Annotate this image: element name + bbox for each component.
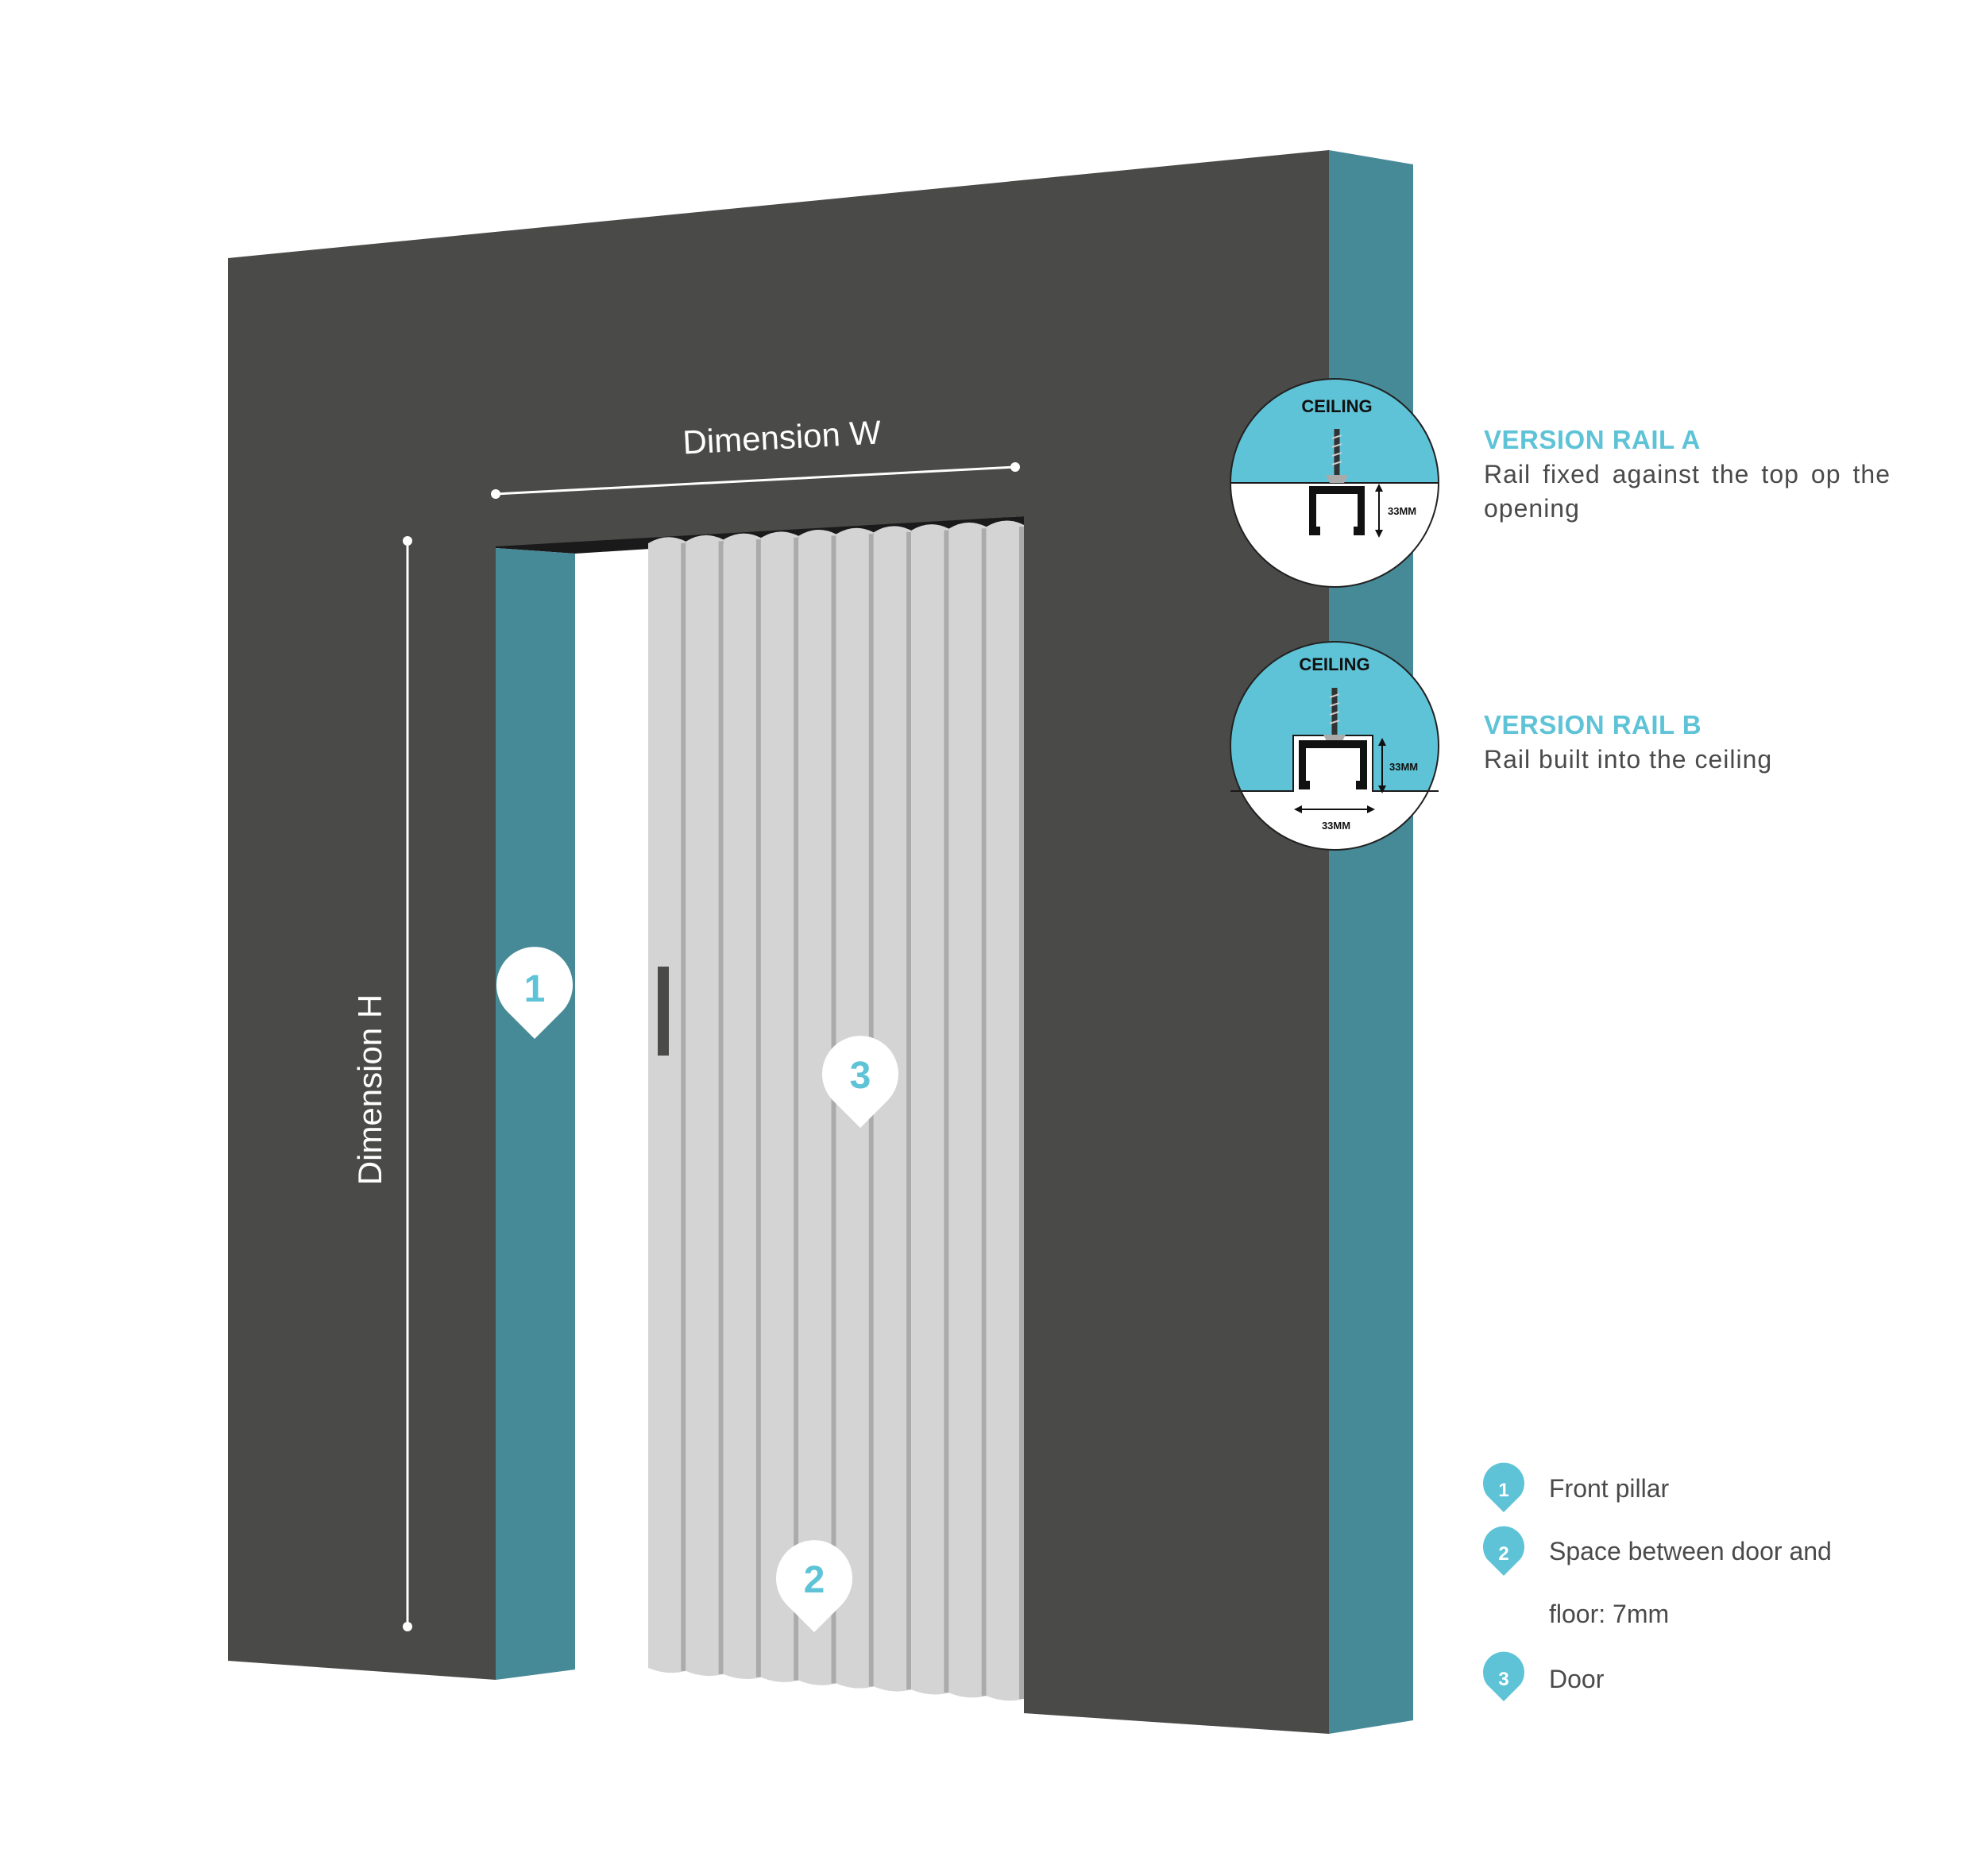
rail-b-description: Rail built into the ceiling bbox=[1484, 745, 1773, 774]
door-panel bbox=[798, 530, 836, 1685]
rail-a-title: VERSION RAIL A bbox=[1484, 425, 1701, 454]
marker-pin-1-number: 1 bbox=[524, 968, 546, 1010]
legend-pin-2-number: 2 bbox=[1498, 1543, 1508, 1565]
legend-pin-3: 3 bbox=[1483, 1651, 1524, 1701]
rail-a-profile bbox=[1309, 486, 1365, 535]
door-panel bbox=[911, 524, 949, 1695]
door-panel bbox=[723, 533, 761, 1679]
door-panel-groove bbox=[981, 528, 987, 1697]
marker-pin-2-number: 2 bbox=[804, 1559, 825, 1601]
marker-pin-3-number: 3 bbox=[850, 1055, 871, 1097]
rail-b-width-label: 33MM bbox=[1322, 820, 1350, 832]
rail-a-screw-icon bbox=[1326, 429, 1348, 483]
rail-b-profile bbox=[1299, 740, 1367, 789]
door-panel bbox=[686, 535, 724, 1677]
rail-b-ceiling-label: CEILING bbox=[1299, 654, 1369, 674]
marker-pin-1-shape bbox=[496, 947, 574, 1039]
legend-pin-1: 1 bbox=[1483, 1462, 1524, 1512]
dimension-h: Dimension H bbox=[351, 536, 412, 1631]
marker-pin-2: 2 bbox=[776, 1540, 853, 1632]
marker-pin-3-shape bbox=[822, 1036, 899, 1128]
rail-a-description: Rail fixed against the top op the openin… bbox=[1484, 460, 1891, 523]
door-panel-groove bbox=[1019, 527, 1024, 1699]
dimension-h-label: Dimension H bbox=[351, 994, 388, 1185]
door-panel bbox=[948, 522, 987, 1698]
rail-b-height-label: 33MM bbox=[1389, 761, 1418, 773]
door-panel bbox=[986, 520, 1024, 1701]
dimension-w-end-dot bbox=[1010, 462, 1020, 472]
dimension-w-line bbox=[495, 465, 1016, 496]
dimension-w-start-dot bbox=[491, 489, 500, 499]
legend-label-door: Door bbox=[1549, 1665, 1605, 1693]
rail-a-ceiling-label: CEILING bbox=[1301, 396, 1372, 416]
marker-pin-2-shape bbox=[776, 1540, 853, 1632]
door-panel-groove bbox=[681, 542, 686, 1671]
door-panel bbox=[648, 537, 686, 1673]
legend-label-front-pillar: Front pillar bbox=[1549, 1474, 1670, 1503]
legend-pin-3-number: 3 bbox=[1498, 1669, 1508, 1690]
legend-pin-2: 2 bbox=[1483, 1526, 1524, 1576]
rail-a-size-label: 33MM bbox=[1388, 505, 1416, 517]
door-panel-groove bbox=[718, 541, 724, 1674]
door-panel-groove bbox=[794, 537, 799, 1681]
dimension-h-start-dot bbox=[403, 536, 412, 546]
door-panel-groove bbox=[831, 535, 836, 1684]
door-handle bbox=[658, 967, 669, 1056]
marker-pin-1: 1 bbox=[496, 947, 574, 1039]
marker-pin-3: 3 bbox=[822, 1036, 899, 1128]
door-panel-groove bbox=[755, 539, 761, 1677]
dimension-h-end-dot bbox=[403, 1622, 412, 1631]
door-panel bbox=[873, 526, 912, 1692]
front-pillar bbox=[496, 548, 575, 1680]
folding-door bbox=[648, 520, 1024, 1701]
opening-header-shadow bbox=[496, 516, 1024, 554]
rail-b-title: VERSION RAIL B bbox=[1484, 710, 1702, 739]
legend-pin-1-number: 1 bbox=[1498, 1480, 1508, 1501]
door-panel-groove bbox=[944, 530, 949, 1693]
legend-label-door-floor-gap: Space between door and floor: 7mm bbox=[1549, 1537, 1832, 1628]
door-panel bbox=[760, 531, 799, 1682]
door-panel-groove bbox=[906, 531, 912, 1690]
